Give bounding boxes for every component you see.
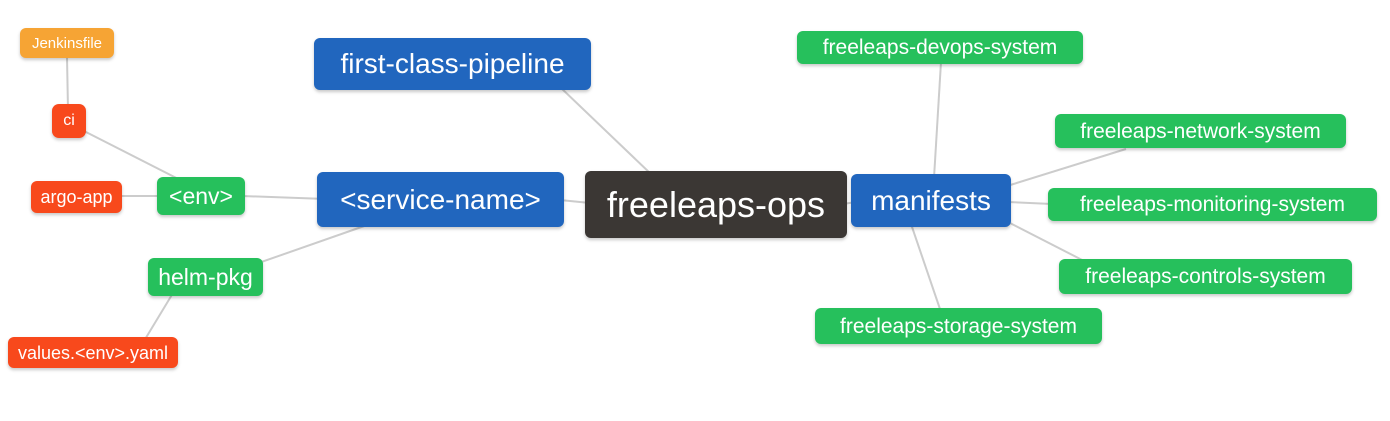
node-freeleaps-controls-system[interactable]: freeleaps-controls-system: [1059, 259, 1352, 294]
node-freeleaps-ops[interactable]: freeleaps-ops: [585, 171, 847, 238]
node-freeleaps-network-system[interactable]: freeleaps-network-system: [1055, 114, 1346, 148]
node-env[interactable]: <env>: [157, 177, 245, 215]
edge-values-helmpkg: [143, 292, 174, 342]
node-freeleaps-storage-system[interactable]: freeleaps-storage-system: [815, 308, 1102, 344]
edge-jenkinsfile-ci: [66, 56, 69, 111]
edge-pipeline-freeleapsops: [559, 86, 653, 176]
edge-helmpkg-servicename: [249, 223, 371, 267]
edge-manifests-network: [1006, 148, 1127, 187]
edge-manifests-monitoring: [1007, 201, 1053, 205]
node-values-env-yaml[interactable]: values.<env>.yaml: [8, 337, 178, 368]
node-freeleaps-devops-system[interactable]: freeleaps-devops-system: [797, 31, 1083, 64]
edge-manifests-devops: [933, 61, 942, 179]
edge-manifests-storage: [910, 223, 942, 313]
edge-manifests-controls: [1005, 220, 1089, 264]
node-manifests[interactable]: manifests: [851, 174, 1011, 227]
node-jenkinsfile[interactable]: Jenkinsfile: [20, 28, 114, 58]
node-first-class-pipeline[interactable]: first-class-pipeline: [314, 38, 591, 90]
node-freeleaps-monitoring-system[interactable]: freeleaps-monitoring-system: [1048, 188, 1377, 221]
node-ci[interactable]: ci: [52, 104, 86, 138]
edge-env-servicename: [241, 195, 327, 200]
node-service-name[interactable]: <service-name>: [317, 172, 564, 227]
node-helm-pkg[interactable]: helm-pkg: [148, 258, 263, 296]
node-argo-app[interactable]: argo-app: [31, 181, 122, 213]
